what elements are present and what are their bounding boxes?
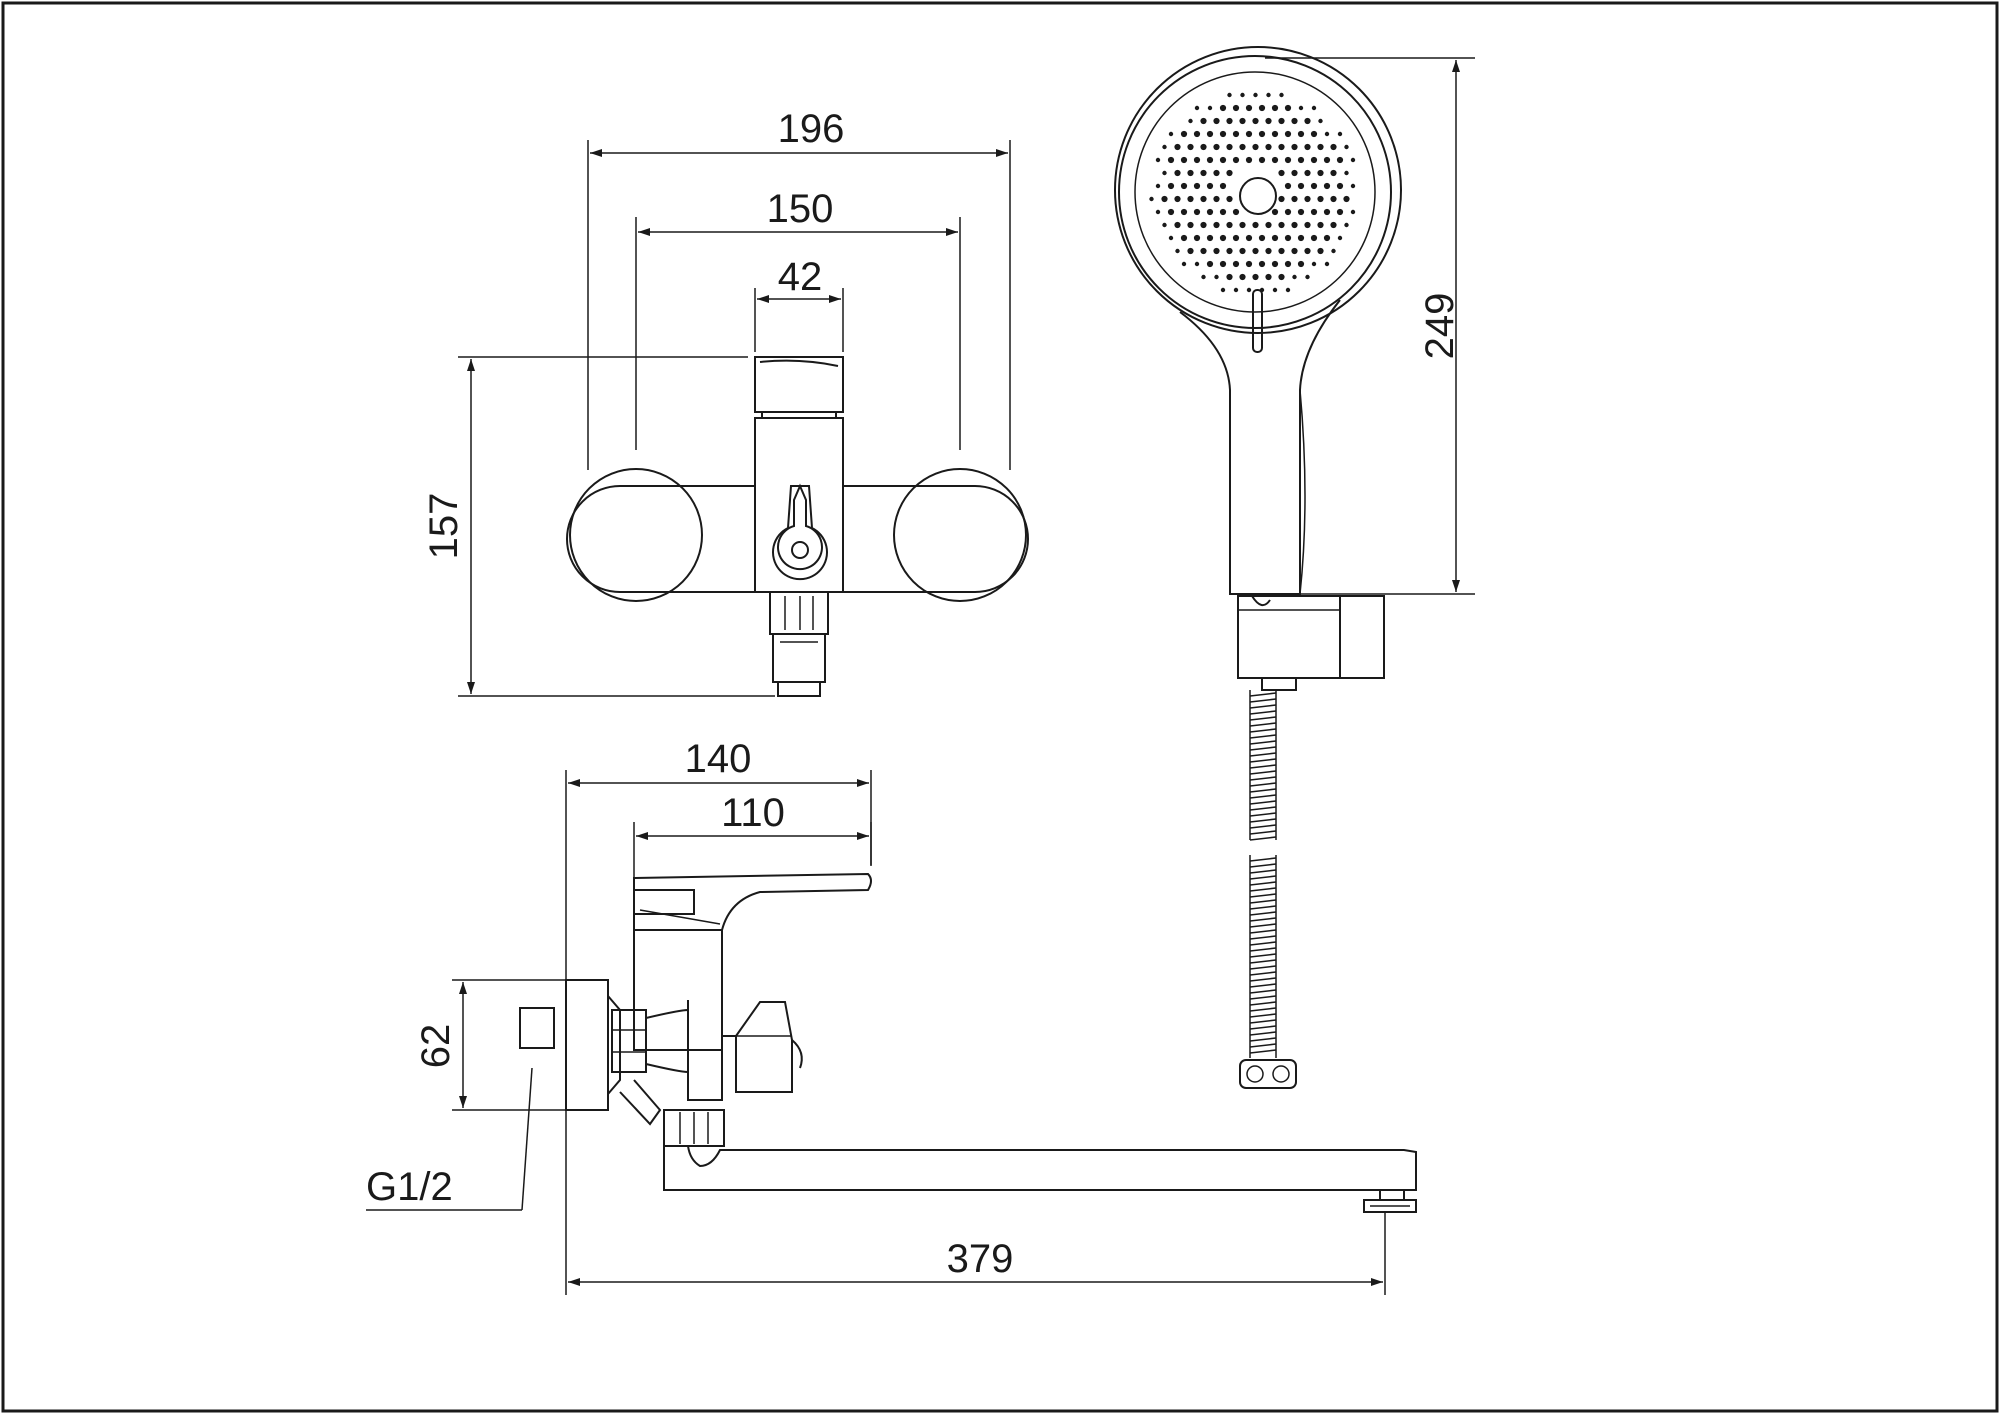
front-view: 196 150 42 157	[422, 107, 1029, 697]
side-view: 140 110 62 G1/2	[366, 737, 1417, 1295]
dim-157-label: 157	[422, 493, 466, 560]
dim-42-label: 42	[778, 255, 823, 299]
dim-150-label: 150	[767, 187, 834, 231]
dim-110-label: 110	[721, 791, 785, 835]
dim-379-label: 379	[947, 1237, 1014, 1281]
flexible-hose	[1249, 690, 1277, 1058]
dim-249-label: 249	[1418, 293, 1462, 360]
dim-62-label: 62	[414, 1024, 458, 1069]
dim-196-label: 196	[778, 107, 845, 151]
thread-size-label: G1/2	[366, 1165, 453, 1209]
hand-shower-view: 249	[1114, 46, 1475, 1089]
dim-140-label: 140	[685, 737, 752, 781]
spray-nozzles	[1149, 92, 1356, 293]
